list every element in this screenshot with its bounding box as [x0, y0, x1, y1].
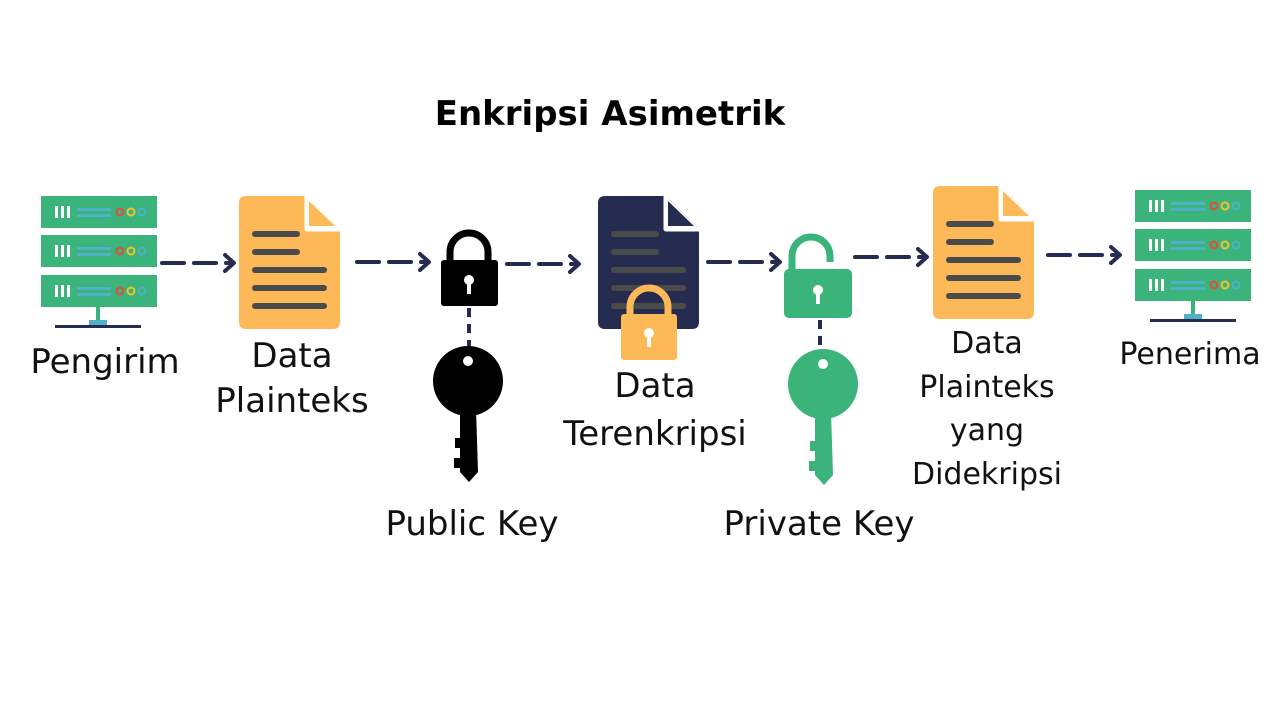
green-open-padlock-icon: [784, 233, 852, 318]
orange-padlock-icon: [621, 284, 677, 360]
public-key-icon: [433, 346, 503, 482]
decrypted-label: Data Plainteks yang Didekripsi: [912, 326, 1062, 492]
encrypted-label: Data Terenkripsi: [563, 366, 747, 454]
arrow-plaintext-to-lock: [355, 252, 431, 272]
arrow-lock-to-encrypted: [505, 254, 581, 274]
private-key-label: Private Key: [723, 504, 915, 544]
receiver-label: Penerima: [1119, 337, 1261, 372]
black-padlock-icon: [441, 229, 498, 306]
arrow-sender-to-plaintext: [160, 253, 236, 273]
plaintext-label: Data Plainteks: [215, 336, 369, 421]
plaintext-document-icon: [239, 196, 340, 329]
diagram-title: Enkripsi Asimetrik: [434, 94, 786, 134]
arrow-encrypted-to-unlock: [706, 252, 782, 272]
arrow-unlock-to-decrypted: [853, 247, 929, 267]
sender-server-icon: [41, 196, 157, 328]
encrypted-document-icon: [598, 196, 699, 329]
sender-label: Pengirim: [30, 342, 180, 382]
receiver-server-icon: [1135, 190, 1251, 322]
decrypted-document-icon: [933, 186, 1034, 319]
public-key-label: Public Key: [385, 504, 559, 544]
arrow-decrypted-to-receiver: [1046, 245, 1122, 265]
private-key-icon: [788, 349, 858, 485]
